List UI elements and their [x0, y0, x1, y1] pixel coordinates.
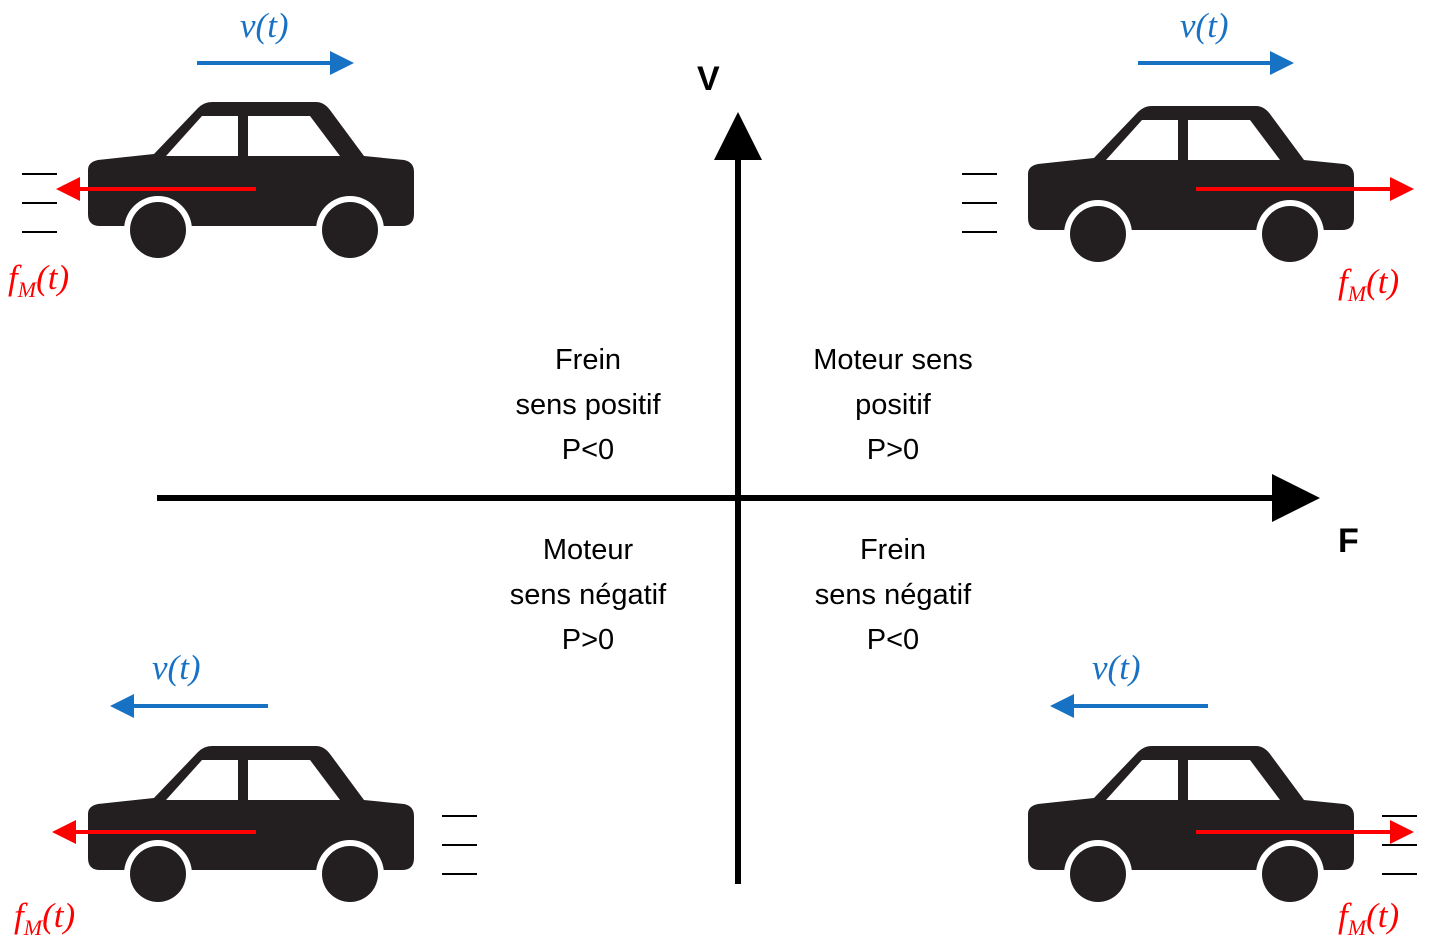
quadrant-line: P>0 — [561, 624, 615, 656]
car-icon — [88, 102, 414, 264]
quadrant-line: Moteur sens — [813, 344, 973, 376]
quadrant-line: sens négatif — [814, 579, 972, 611]
v-axis-label: V — [697, 60, 720, 98]
quadrant-label-top-right: Moteur sens positif P>0 — [768, 338, 1018, 473]
speed-label-bottom-left: v(t) — [152, 648, 201, 687]
quadrant-line: sens positif — [515, 389, 661, 421]
quadrant-label-bottom-right: Frein sens négatif P<0 — [768, 528, 1018, 663]
quadrant-line: positif — [855, 389, 931, 421]
force-label-top-right: fM(t) — [1338, 262, 1400, 306]
speed-label-bottom-right: v(t) — [1092, 648, 1141, 687]
quadrant-line: P<0 — [866, 624, 920, 656]
quadrant-line: P>0 — [866, 434, 920, 466]
quadrant-line: sens négatif — [509, 579, 667, 611]
force-label-top-left: fM(t) — [8, 258, 70, 302]
force-label-bottom-left: fM(t) — [14, 896, 76, 940]
car-top-left — [22, 51, 414, 264]
motion-lines — [962, 173, 997, 233]
force-label-bottom-right: fM(t) — [1338, 896, 1400, 940]
motion-lines — [1382, 815, 1417, 875]
motion-lines — [442, 815, 477, 875]
speed-label-top-left: v(t) — [240, 6, 289, 45]
car-bottom-left — [52, 694, 477, 908]
motion-lines — [22, 173, 57, 233]
car-icon — [88, 746, 414, 908]
quadrant-line: P<0 — [561, 434, 615, 466]
quadrant-line: Frein — [859, 534, 927, 566]
f-axis-label: F — [1338, 522, 1359, 560]
quadrant-line: Frein — [554, 344, 622, 376]
quadrant-line: Moteur — [542, 534, 634, 566]
car-bottom-right — [1028, 694, 1417, 908]
quadrant-label-bottom-left: Moteur sens négatif P>0 — [468, 528, 708, 663]
quadrant-label-top-left: Frein sens positif P<0 — [468, 338, 708, 473]
speed-label-top-right: v(t) — [1180, 6, 1229, 45]
car-icon — [1028, 746, 1354, 908]
car-top-right — [962, 51, 1414, 268]
